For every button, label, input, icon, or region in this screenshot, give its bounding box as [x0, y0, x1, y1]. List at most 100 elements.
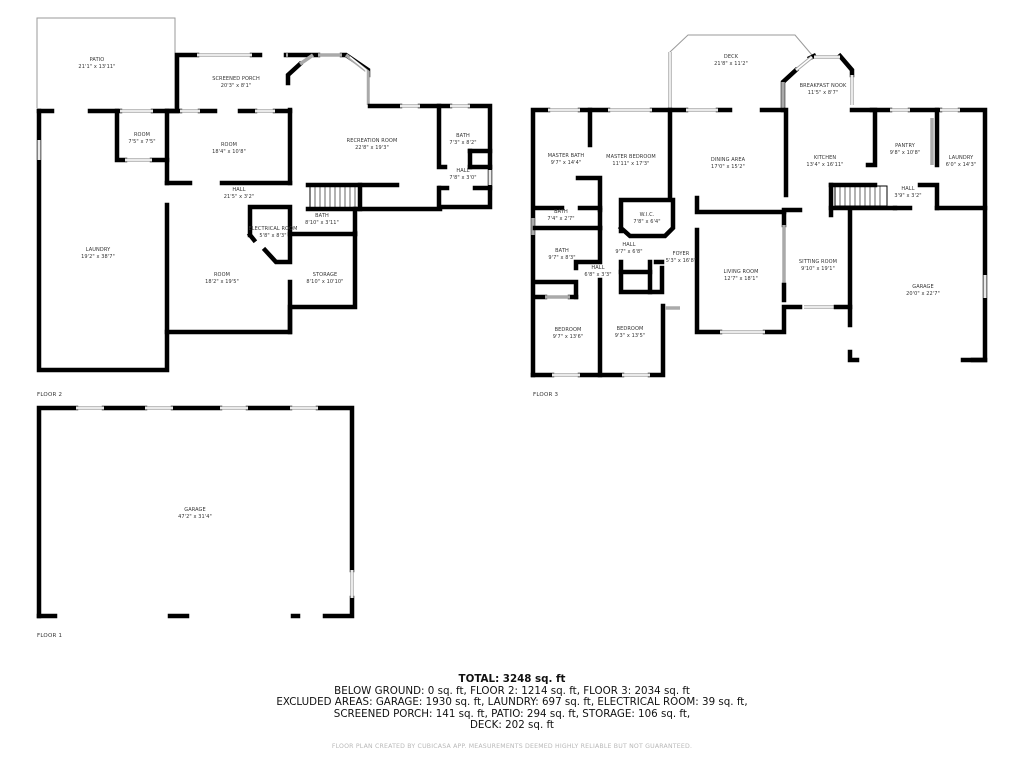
room-dims: 11'11" x 17'3" — [612, 161, 650, 167]
room-name: BREAKFAST NOOK — [799, 83, 847, 89]
room-dims: 9'3" x 13'5" — [614, 333, 646, 339]
room-name: PATIO — [89, 57, 105, 63]
room-name: BATH — [555, 248, 569, 254]
room-name: LIVING ROOM — [723, 269, 759, 275]
room-dims: 9'7" x 6'8" — [615, 249, 643, 255]
room-name: DECK — [723, 54, 739, 60]
room-dims: 17'0" x 15'2" — [711, 164, 745, 170]
room-name: W.I.C. — [639, 212, 655, 218]
room-name: MASTER BATH — [547, 153, 585, 159]
room-dims: 20'0" x 22'7" — [906, 291, 940, 297]
floor-3-plan — [530, 34, 988, 378]
room-name: ROOM — [213, 272, 231, 278]
room-name: BATH — [456, 133, 470, 139]
summary-line-excluded-2: SCREENED PORCH: 141 sq. ft, PATIO: 294 s… — [333, 707, 691, 720]
room-name: HALL — [456, 168, 470, 174]
room-dims: 18'2" x 19'5" — [205, 279, 239, 285]
room-name: SCREENED PORCH — [212, 76, 260, 82]
room-name: BATH — [554, 209, 568, 215]
room-dims: 8'10" x 10'10" — [306, 279, 344, 285]
floor-3-label: FLOOR 3 — [533, 392, 559, 398]
room-dims: 5'8" x 8'3" — [259, 233, 287, 239]
room-name: BEDROOM — [616, 326, 644, 332]
room-dims: 9'7" x 13'6" — [552, 334, 584, 340]
room-dims: 8'10" x 3'11" — [305, 220, 339, 226]
room-dims: 7'8" x 6'4" — [633, 219, 661, 225]
room-dims: 12'7" x 18'1" — [724, 276, 758, 282]
floor-1-label: FLOOR 1 — [37, 633, 63, 639]
room-dims: 9'8" x 10'8" — [889, 150, 921, 156]
room-dims: 9'7" x 8'3" — [548, 255, 576, 261]
room-name: ELECTRICAL ROOM — [248, 226, 298, 232]
room-dims: 21'5" x 3'2" — [223, 194, 255, 200]
floor-2-label: FLOOR 2 — [37, 392, 63, 398]
room-name: HALL — [622, 242, 636, 248]
room-name: LAUNDRY — [948, 155, 974, 161]
floor-2-plan — [36, 17, 493, 373]
room-name: RECREATION ROOM — [346, 138, 398, 144]
room-name: BEDROOM — [554, 327, 582, 333]
room-name: LAUNDRY — [85, 247, 111, 253]
room-dims: 9'10" x 19'1" — [801, 266, 835, 272]
room-dims: 13'4" x 16'11" — [806, 162, 844, 168]
room-dims: 9'7" x 14'4" — [550, 160, 582, 166]
room-dims: 7'3" x 8'2" — [449, 140, 477, 146]
room-name: KITCHEN — [813, 155, 837, 161]
room-name: ROOM — [133, 132, 151, 138]
room-name: GARAGE — [912, 284, 934, 290]
room-name: GARAGE — [184, 507, 206, 513]
room-name: BATH — [315, 213, 329, 219]
room-dims: 3'9" x 3'2" — [894, 193, 922, 199]
room-dims: 20'3" x 8'1" — [220, 83, 252, 89]
room-dims: 11'5" x 8'7" — [807, 90, 839, 96]
room-dims: 22'8" x 19'3" — [355, 145, 389, 151]
room-name: STORAGE — [312, 272, 338, 278]
total-area: TOTAL: 3248 sq. ft — [458, 673, 566, 685]
room-dims: 21'8" x 11'2" — [714, 61, 748, 67]
floor-1-plan — [36, 405, 355, 619]
room-name: ROOM — [220, 142, 238, 148]
room-dims: 19'2" x 38'7" — [81, 254, 115, 260]
room-name: HALL — [591, 265, 605, 271]
disclaimer: FLOOR PLAN CREATED BY CUBICASA APP. MEAS… — [331, 743, 693, 750]
room-name: SITTING ROOM — [798, 259, 838, 265]
room-name: HALL — [232, 187, 246, 193]
room-dims: 47'2" x 31'4" — [178, 514, 212, 520]
room-dims: 7'5" x 7'5" — [128, 139, 156, 145]
room-dims: 21'1" x 13'11" — [78, 64, 116, 70]
summary-line-excluded-3: DECK: 202 sq. ft — [470, 719, 554, 732]
room-dims: 5'3" x 16'8" — [665, 258, 697, 264]
room-dims: 6'0" x 14'3" — [945, 162, 977, 168]
room-name: MASTER BEDROOM — [606, 154, 656, 160]
